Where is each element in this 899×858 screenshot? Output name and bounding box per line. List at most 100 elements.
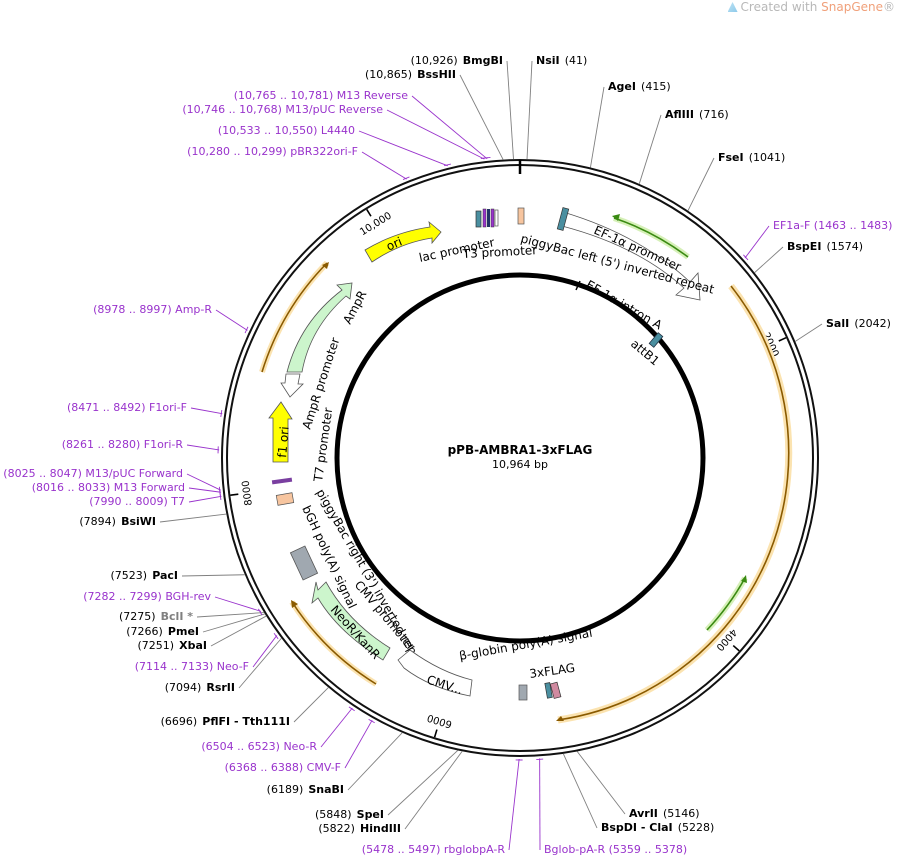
site-leader-line bbox=[404, 751, 463, 830]
primer-leader-line bbox=[188, 495, 222, 503]
beta-globin-label: β-globin poly(A) signal bbox=[458, 626, 593, 663]
primer-label: (10,765 .. 10,781) M13 Reverse bbox=[234, 89, 408, 102]
primer-leader-line bbox=[215, 309, 248, 331]
primer-label: (10,533 .. 10,550) L4440 bbox=[218, 124, 355, 137]
primer-binding-mark bbox=[368, 718, 375, 724]
site-leader-line bbox=[387, 750, 459, 816]
site-leader-line bbox=[293, 687, 329, 723]
site-leader-line bbox=[576, 751, 626, 815]
primer-binding-mark bbox=[743, 254, 749, 261]
lac-t3-markers bbox=[475, 207, 525, 228]
attb1-marker bbox=[648, 332, 664, 348]
restriction-site-label: (10,926) BmgBI bbox=[411, 49, 503, 68]
restriction-site-label: (6696) PflFI - Tth111I bbox=[161, 710, 290, 729]
bgh-polya-feature bbox=[289, 545, 319, 581]
tick-label: 10,000 bbox=[358, 210, 394, 238]
restriction-site-label: SalI (2042) bbox=[826, 312, 891, 331]
tick-mark bbox=[778, 336, 787, 342]
primer-leader-line bbox=[361, 151, 407, 180]
primer-label: EF1a-F (1463 .. 1483) bbox=[773, 219, 892, 232]
restriction-site-label: AvrII (5146) bbox=[629, 802, 700, 821]
tick-mark bbox=[230, 493, 239, 497]
svg-text:ori: ori bbox=[384, 234, 404, 253]
primer-label: (10,746 .. 10,768) M13/pUC Reverse bbox=[182, 103, 383, 116]
primer-binding-mark bbox=[219, 492, 222, 500]
snapgene-logo-icon bbox=[727, 2, 738, 12]
green-arc-top bbox=[612, 214, 690, 260]
primer-leader-line bbox=[190, 407, 223, 415]
tick-label: 8000 bbox=[241, 480, 255, 507]
primer-label: (7990 .. 8009) T7 bbox=[89, 495, 185, 508]
primer-binding-mark bbox=[444, 163, 451, 167]
site-leader-line bbox=[238, 637, 282, 689]
plasmid-length: 10,964 bp bbox=[492, 458, 548, 471]
site-leader-line bbox=[181, 574, 245, 577]
insert-circle bbox=[334, 272, 706, 644]
ef1a-intron-label: EF-1α intron A bbox=[584, 277, 666, 332]
restriction-site-label: BspDI - ClaI (5228) bbox=[601, 816, 714, 835]
primer-label: (8016 .. 8033) M13 Forward bbox=[32, 481, 185, 494]
primer-leader-line bbox=[744, 225, 770, 259]
restriction-site-label: BspEI (1574) bbox=[787, 235, 863, 254]
orf-arc-right bbox=[556, 283, 793, 724]
primer-binding-mark bbox=[244, 326, 249, 334]
primer-label: (10,280 .. 10,299) pBR322ori-F bbox=[187, 145, 358, 158]
primer-binding-mark bbox=[273, 632, 279, 640]
restriction-site-label: FseI (1041) bbox=[718, 146, 785, 165]
flag-markers bbox=[518, 681, 562, 701]
restriction-site-label: (7094) RsrII bbox=[165, 676, 235, 695]
primer-leader-line bbox=[358, 130, 448, 167]
cmv-enhancer-feature: CMV... bbox=[397, 649, 473, 697]
ori-feature: ori bbox=[364, 220, 442, 263]
plasmid-name: pPB-AMBRA1-3xFLAG bbox=[448, 443, 593, 457]
restriction-site-label: (7275) BclI * bbox=[119, 605, 193, 624]
primer-leader-line bbox=[188, 487, 222, 493]
brand-prefix: Created with bbox=[740, 0, 822, 14]
restriction-site-label: (7894) BsiWI bbox=[79, 510, 156, 529]
primer-label: (8261 .. 8280) F1ori-R bbox=[62, 438, 184, 451]
snapgene-watermark: Created with SnapGene® bbox=[727, 0, 895, 14]
primer-label: (8025 .. 8047) M13/pUC Forward bbox=[3, 467, 183, 480]
primer-leader-line bbox=[186, 444, 220, 451]
site-leader-line bbox=[526, 60, 533, 160]
tick-label: 6000 bbox=[426, 712, 454, 730]
primer-label: (6368 .. 6388) CMV-F bbox=[225, 761, 341, 774]
primer-binding-mark bbox=[348, 706, 355, 712]
site-leader-line bbox=[638, 114, 662, 184]
orf-arc-left-bottom bbox=[289, 600, 378, 687]
restriction-site-label: (6189) SnaBI bbox=[267, 778, 344, 797]
primer-leader-line bbox=[186, 473, 221, 491]
callouts: (10,926) BmgBI(10,865) BssHII NsiI (41) Ag… bbox=[3, 49, 892, 856]
site-leader-line bbox=[210, 615, 267, 647]
primer-leader-line bbox=[344, 719, 373, 769]
site-leader-line bbox=[459, 74, 504, 160]
primer-label: (8978 .. 8997) Amp-R bbox=[93, 303, 212, 316]
site-leader-line bbox=[562, 753, 598, 829]
primer-leader-line bbox=[411, 95, 488, 160]
t7-markers bbox=[271, 477, 295, 506]
restriction-site-label: AflIII (716) bbox=[665, 103, 729, 122]
restriction-site-label: (7266) PmeI bbox=[126, 620, 199, 639]
orf-arc-left-top bbox=[259, 260, 330, 373]
restriction-site-label: AgeI (415) bbox=[608, 75, 671, 94]
site-leader-line bbox=[795, 323, 823, 342]
site-leader-line bbox=[589, 86, 605, 168]
restriction-site-label: NsiI (41) bbox=[536, 49, 587, 68]
tick-mark bbox=[433, 729, 438, 738]
flag-label: 3xFLAG bbox=[528, 661, 575, 681]
restriction-site-label: (7523) PacI bbox=[111, 564, 178, 583]
primer-leader-line bbox=[320, 707, 353, 748]
insert-circle-tick bbox=[575, 280, 581, 291]
primer-binding-mark bbox=[258, 608, 263, 616]
primer-leader-line bbox=[386, 109, 485, 160]
brand-name: SnapGene bbox=[821, 0, 883, 14]
restriction-site-label: (5848) SpeI bbox=[315, 803, 384, 822]
primer-label: (7282 .. 7299) BGH-rev bbox=[83, 590, 211, 603]
restriction-site-label: (10,865) BssHII bbox=[365, 63, 456, 82]
primer-leader-line bbox=[214, 596, 262, 612]
restriction-site-label: (7251) XbaI bbox=[137, 634, 207, 653]
site-leader-line bbox=[754, 246, 784, 273]
site-leader-line bbox=[202, 613, 265, 633]
f1-ori-label: f1 ori bbox=[275, 426, 292, 458]
site-leader-line bbox=[347, 732, 403, 791]
